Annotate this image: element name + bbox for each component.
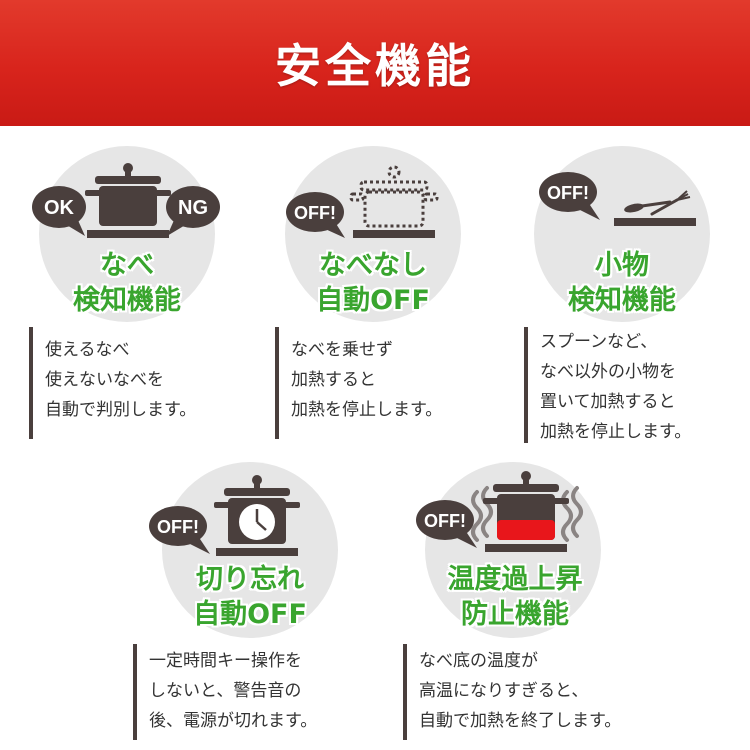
spoon-fork-on-stove-icon: OFF! <box>539 172 696 226</box>
off-bubble-icon: OFF! <box>286 192 345 238</box>
feature-title: なべなし 自動OFF <box>316 250 430 316</box>
svg-text:OFF!: OFF! <box>157 517 199 537</box>
feature-title: 温度過上昇 防止機能 <box>447 564 583 630</box>
feature-small-object-detection: OFF! 小物 検知機能 スプーンなど、 なべ以外の小物を 置いて加熱すると 加… <box>502 140 742 450</box>
dotted-pot-outline-icon: OFF! <box>286 165 439 238</box>
off-bubble-icon: OFF! <box>539 172 600 220</box>
pot-on-stove-icon: OK NG <box>32 163 220 238</box>
svg-text:OFF!: OFF! <box>424 511 466 531</box>
clock-icon <box>239 504 275 540</box>
pot-with-clock-icon: OFF! <box>149 475 300 556</box>
svg-text:OFF!: OFF! <box>294 203 336 223</box>
feature-description: なべ底の温度が 高温になりすぎると、 自動で加熱を終了します。 <box>403 644 621 740</box>
ng-badge-text: NG <box>178 197 208 219</box>
feature-pot-detection: OK NG なべ 検知機能 使えるなべ 使えないなべを 自動で判別します。 <box>7 140 247 450</box>
feature-description: スプーンなど、 なべ以外の小物を 置いて加熱すると 加熱を停止します。 <box>524 327 691 443</box>
feature-forgotten-auto-off: OFF! 切り忘れ 自動OFF 一定時間キー操作を しないと、警告音の 後、電源… <box>130 458 370 750</box>
header-banner: 安全機能 <box>0 0 750 126</box>
feature-title: 切り忘れ 自動OFF <box>193 564 307 630</box>
feature-description: 使えるなべ 使えないなべを 自動で判別します。 <box>29 327 196 439</box>
ng-bubble-icon: NG <box>166 186 220 236</box>
feature-description: なべを乗せず 加熱すると 加熱を停止します。 <box>275 327 442 439</box>
banner-title: 安全機能 <box>275 39 475 93</box>
ok-badge-text: OK <box>44 197 75 219</box>
feature-no-pot-auto-off: OFF! なべなし 自動OFF なべを乗せず 加熱すると 加熱を停止します。 <box>253 140 493 450</box>
overheating-pot-icon: OFF! <box>416 471 583 552</box>
svg-text:OFF!: OFF! <box>547 183 589 203</box>
feature-title: なべ 検知機能 <box>73 250 181 316</box>
off-bubble-icon: OFF! <box>416 500 477 548</box>
feature-title: 小物 検知機能 <box>568 250 676 316</box>
off-bubble-icon: OFF! <box>149 506 210 554</box>
feature-overheat-prevention: OFF! 温度過上昇 防止機能 なべ底の温度が 高温になりすぎると、 自動で加熱… <box>393 458 633 750</box>
ok-bubble-icon: OK <box>32 186 86 236</box>
feature-description: 一定時間キー操作を しないと、警告音の 後、電源が切れます。 <box>133 644 317 740</box>
